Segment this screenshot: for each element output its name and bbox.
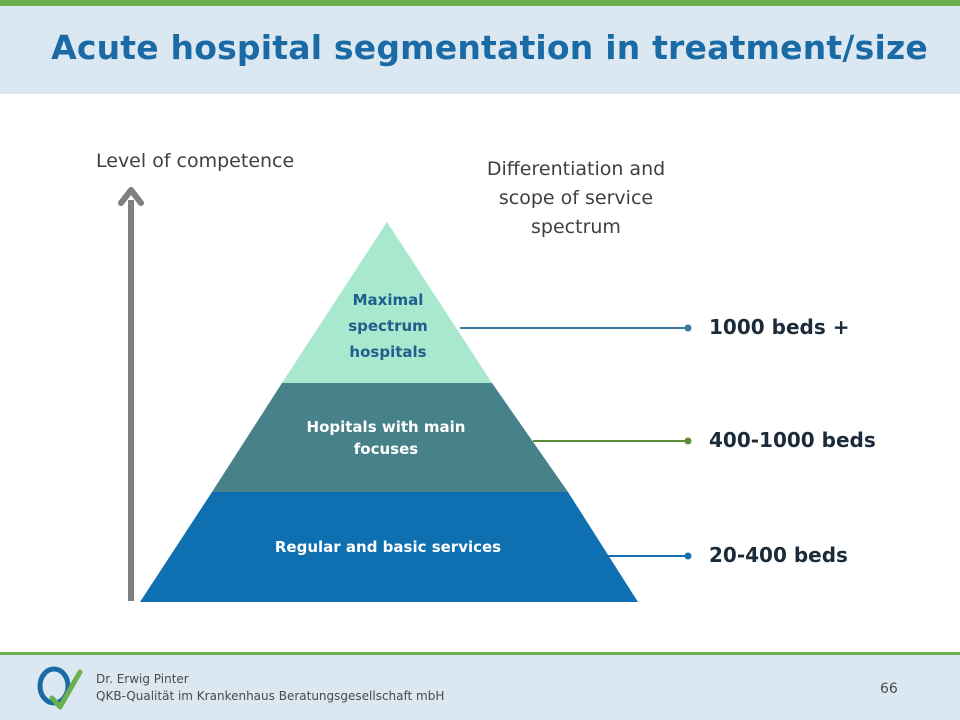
top-accent-rule	[0, 0, 960, 6]
connector-dot-3	[684, 552, 692, 560]
tier-middle-label: Hopitals with main focuses	[306, 418, 466, 458]
tier-top-shape	[282, 222, 492, 383]
connector-dot-2	[684, 437, 692, 445]
tier-middle-shape	[212, 383, 568, 492]
footer-accent-rule	[0, 652, 960, 655]
footer-author: Dr. Erwig Pinter	[96, 672, 189, 686]
header-band	[0, 6, 960, 94]
tier-bottom-shape	[140, 492, 638, 602]
connector-dot-1	[684, 324, 692, 332]
tier-top-label: Maximal spectrum hospitals	[348, 291, 428, 361]
qkb-logo-icon	[37, 666, 83, 710]
footer-company: QKB-Qualität im Krankenhaus Beratungsges…	[96, 689, 445, 703]
slide-title: Acute hospital segmentation in treatment…	[51, 28, 928, 67]
differentiation-label: Differentiation and scope of service spe…	[486, 158, 666, 238]
footer-band	[0, 655, 960, 720]
page-number: 66	[880, 681, 898, 697]
beds-label-small: 20-400 beds	[709, 543, 848, 567]
beds-label-medium: 400-1000 beds	[709, 428, 876, 452]
competence-arrow-head	[118, 187, 144, 206]
beds-label-large: 1000 beds +	[709, 315, 850, 339]
tier-bottom-label: Regular and basic services	[274, 538, 502, 556]
competence-axis-label: Level of competence	[96, 150, 295, 172]
